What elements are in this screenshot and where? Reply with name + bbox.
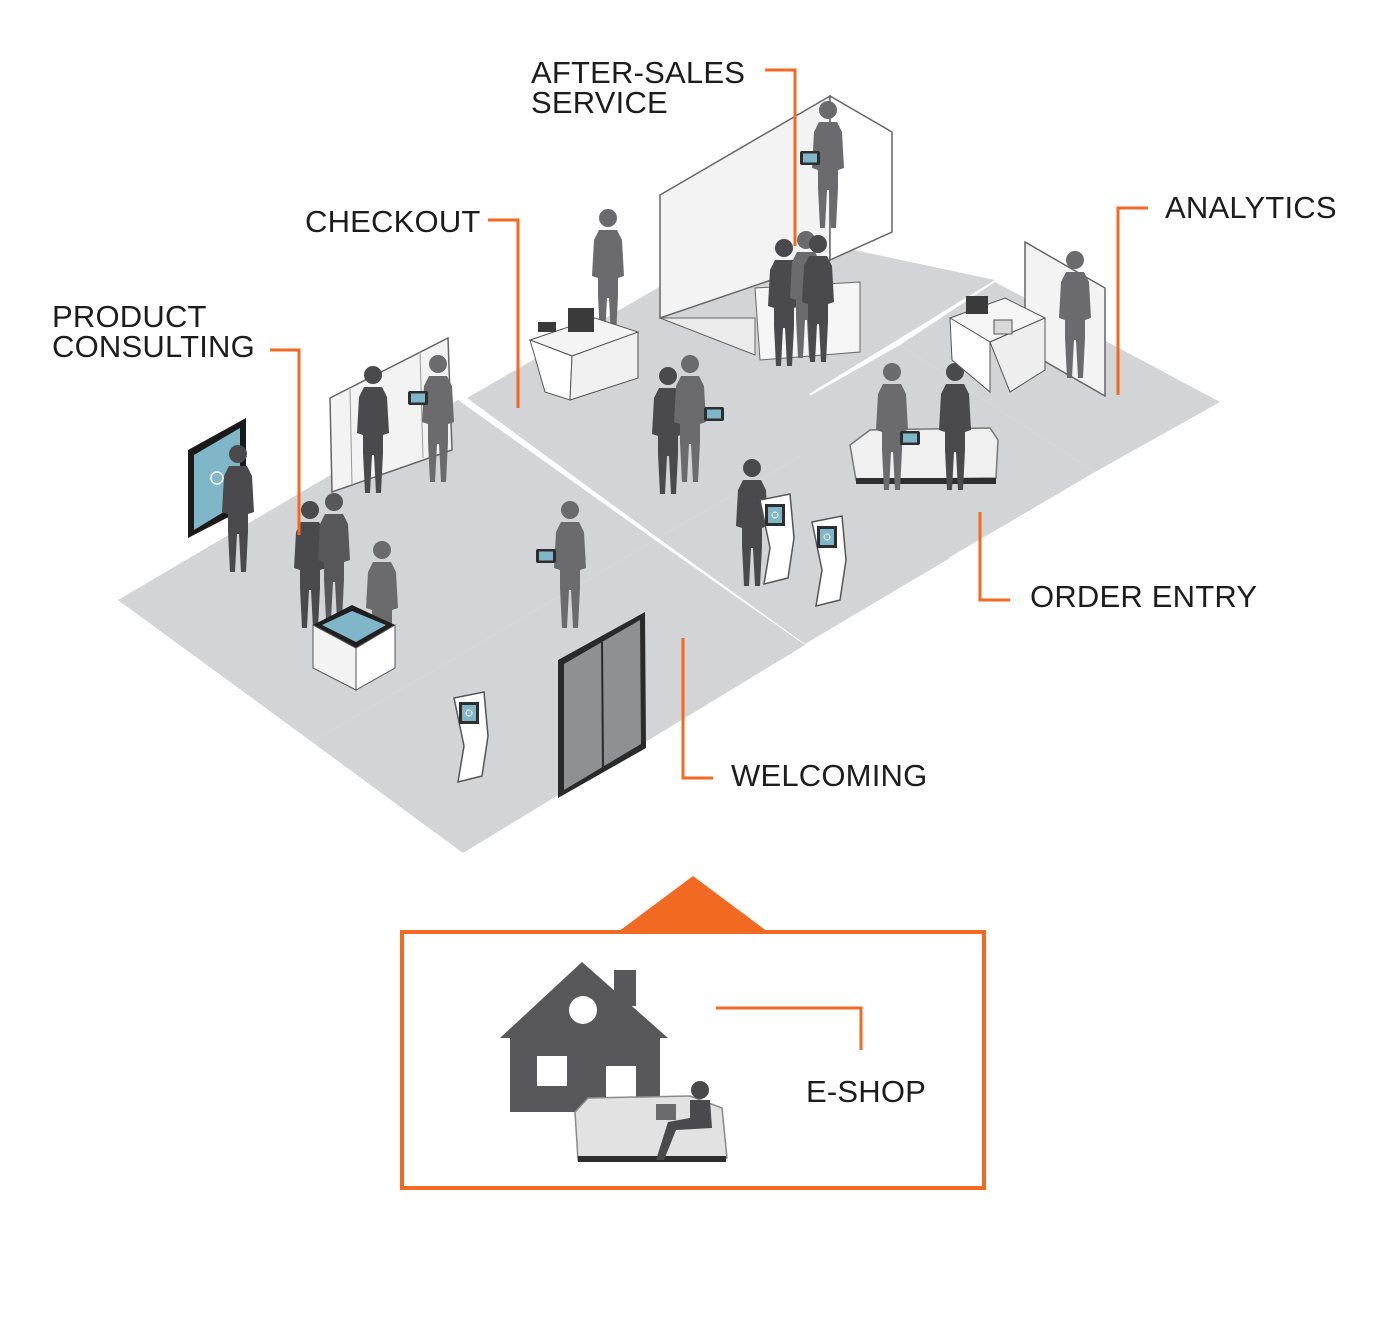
sofa-icon (574, 1095, 728, 1162)
zone-label-order-entry: ORDER ENTRY (1030, 579, 1258, 614)
elevator-door-icon (558, 612, 646, 798)
desk-icon (948, 296, 1047, 394)
eshop-box (400, 876, 986, 1190)
person-with-laptop-icon (656, 1081, 712, 1160)
welcoming-leader (681, 638, 713, 780)
leader-lines (270, 68, 1148, 1050)
display-shelf-icon (329, 336, 453, 494)
touch-table-icon (312, 605, 396, 691)
after-sales-area (659, 94, 893, 366)
sofa-icon (849, 427, 999, 484)
cash-register-icon (528, 308, 640, 401)
analytics-leader (1116, 206, 1148, 395)
eshop-leader (716, 1006, 863, 1050)
eshop-pointer-arrow (618, 876, 768, 932)
product-consulting-leader (270, 348, 301, 535)
order-entry-leader (978, 512, 1010, 602)
checkout-area (528, 209, 724, 494)
zone-label-after-sales-service: AFTER-SALES SERVICE (531, 55, 746, 120)
zone-label-checkout: CHECKOUT (305, 204, 481, 239)
checkout-leader (488, 218, 520, 408)
welcoming-area (453, 501, 646, 798)
house-icon (500, 962, 668, 1112)
zone-label-analytics: ANALYTICS (1165, 190, 1337, 225)
after-sales-leader (765, 68, 797, 246)
zone-label-product-consulting: PRODUCT CONSULTING (52, 299, 255, 364)
zone-label-e-shop: E-SHOP (806, 1074, 927, 1109)
product-consulting-area (188, 336, 454, 691)
order-entry-area (736, 363, 999, 607)
analytics-area (948, 240, 1106, 398)
zone-label-welcoming: WELCOMING (731, 758, 928, 793)
